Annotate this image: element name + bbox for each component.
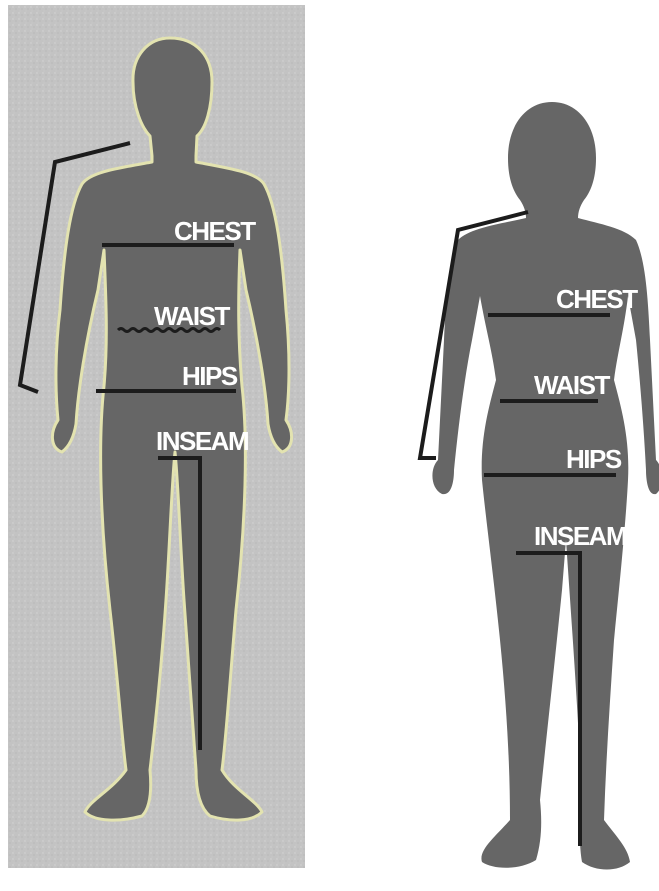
male-waist-label: WAIST <box>154 301 230 331</box>
female-hips-label: HIPS <box>566 444 622 474</box>
female-chest-label: CHEST <box>556 284 638 314</box>
female-silhouette <box>432 102 659 870</box>
male-hips-label: HIPS <box>182 361 238 391</box>
male-chest-label: CHEST <box>174 216 256 246</box>
male-figure: CHEST WAIST HIPS INSEAM <box>8 5 305 868</box>
male-inseam-label: INSEAM <box>156 426 248 456</box>
female-waist-label: WAIST <box>534 370 610 400</box>
female-inseam-label: INSEAM <box>534 521 626 551</box>
female-figure: CHEST WAIST HIPS INSEAM <box>420 102 659 870</box>
